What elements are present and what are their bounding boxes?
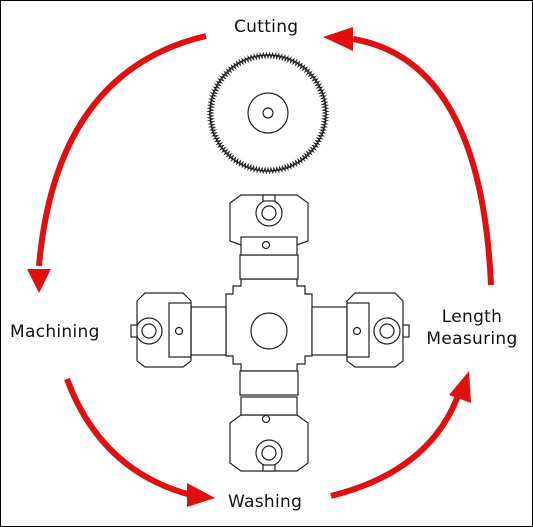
arrowhead-cutting [323, 27, 353, 51]
cycle-arrows [27, 27, 494, 507]
table-hub [225, 278, 313, 372]
arrow-washing-to-length [330, 391, 462, 499]
fixture-bottom [229, 370, 309, 472]
table-center [250, 312, 288, 350]
fixture-right [311, 292, 410, 368]
label-machining: Machining [10, 322, 100, 342]
saw-blade [206, 51, 330, 175]
saw-teeth [206, 51, 330, 175]
indexing-table [130, 194, 410, 472]
arrowhead-machining [27, 269, 51, 293]
arrowhead-washing [187, 483, 215, 507]
label-washing: Washing [228, 492, 303, 512]
label-length-measuring: Length Measuring [426, 307, 518, 349]
arrow-length-to-cutting [352, 36, 494, 286]
fixture-left [130, 292, 227, 368]
arrow-cutting-to-machining [36, 33, 207, 267]
label-cutting: Cutting [234, 17, 299, 37]
fixture-top [229, 194, 309, 280]
arrow-machining-to-washing [64, 377, 192, 498]
arrowhead-length [449, 371, 471, 403]
